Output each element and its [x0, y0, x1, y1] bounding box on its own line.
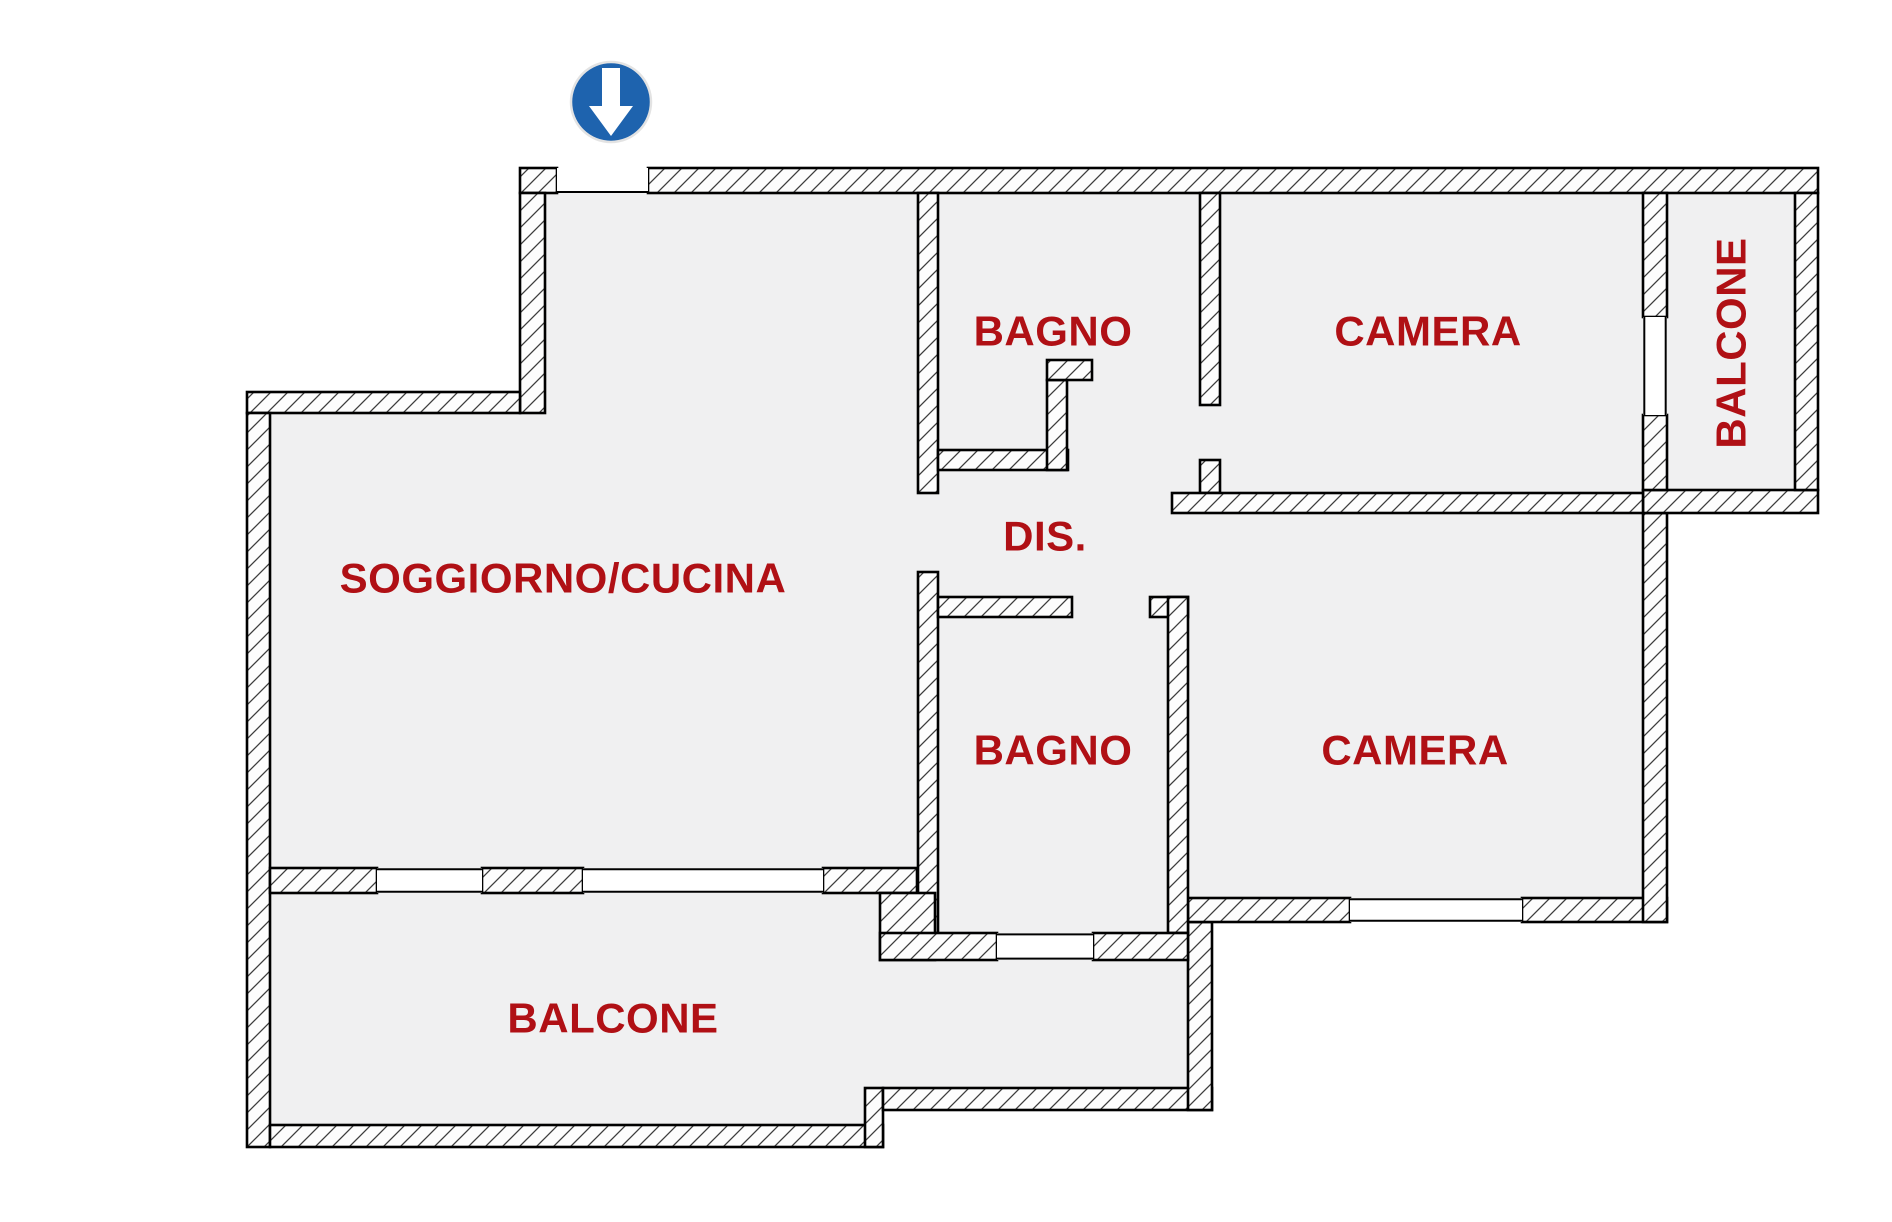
wall-step-top [245, 390, 522, 415]
entrance-marker [569, 60, 653, 144]
label-soggiorno-cucina: SOGGIORNO/CUCINA [340, 555, 787, 602]
wall-camera1-balcone-a [1641, 191, 1669, 319]
wall-balcone1-right [1793, 191, 1820, 492]
bagno2-balcone-opening [997, 933, 1093, 960]
wall-window-band-a [268, 866, 379, 895]
label-camera-bottom: CAMERA [1321, 727, 1508, 774]
wall-bottom-step-vert [863, 1086, 885, 1149]
wall-camera2-bottom-a [1186, 896, 1352, 924]
wall-window-band-c [821, 866, 919, 895]
entrance-opening [557, 168, 648, 193]
label-balcone-right: BALCONE [1708, 237, 1755, 448]
openings [377, 168, 1667, 960]
wall-camera1-door-stub [1198, 458, 1222, 495]
wall-top-left-cap [518, 166, 559, 195]
wall-left-upper [518, 191, 547, 415]
wall-camera1-balcone-b [1641, 413, 1669, 492]
soggiorno-window-2 [583, 868, 823, 893]
wall-corridor-band [1170, 491, 1645, 515]
wall-bagno1-niche-vert [1045, 378, 1069, 472]
wall-window-band-b [480, 866, 585, 895]
wall-left-main [245, 411, 272, 1149]
wall-bagno2-left [916, 570, 940, 935]
label-disimpegno: DIS. [1003, 513, 1087, 560]
wall-bottom-left [268, 1123, 885, 1149]
wall-bagno2-bottom-b [1091, 931, 1190, 962]
walls [245, 166, 1820, 1149]
wall-soggiorno-bagno1 [916, 191, 940, 495]
wall-right-step-vert [1186, 920, 1214, 1112]
room-labels: SOGGIORNO/CUCINA BAGNO CAMERA BALCONE DI… [340, 237, 1755, 1041]
camera1-balcone-window [1643, 317, 1667, 415]
down-arrow-icon [589, 68, 633, 136]
wall-bagno2-top [936, 595, 1074, 619]
wall-bagno2-right [1166, 595, 1190, 935]
soggiorno-window-1 [377, 868, 482, 893]
label-balcone-bottom: BALCONE [507, 995, 718, 1042]
label-bagno-bottom: BAGNO [974, 727, 1133, 774]
label-camera-top: CAMERA [1334, 308, 1521, 355]
wall-camera2-right [1641, 511, 1669, 924]
wall-bagno1-niche-stub [1045, 358, 1094, 382]
wall-bagno2-bottom-a [878, 931, 999, 962]
camera2-window [1350, 898, 1522, 922]
wall-bottom-mid [881, 1086, 1214, 1112]
wall-balcone1-bottom [1641, 488, 1820, 515]
wall-bagno1-camera1 [1198, 191, 1222, 407]
wall-top-main [646, 166, 1820, 195]
label-bagno-top: BAGNO [974, 308, 1133, 355]
